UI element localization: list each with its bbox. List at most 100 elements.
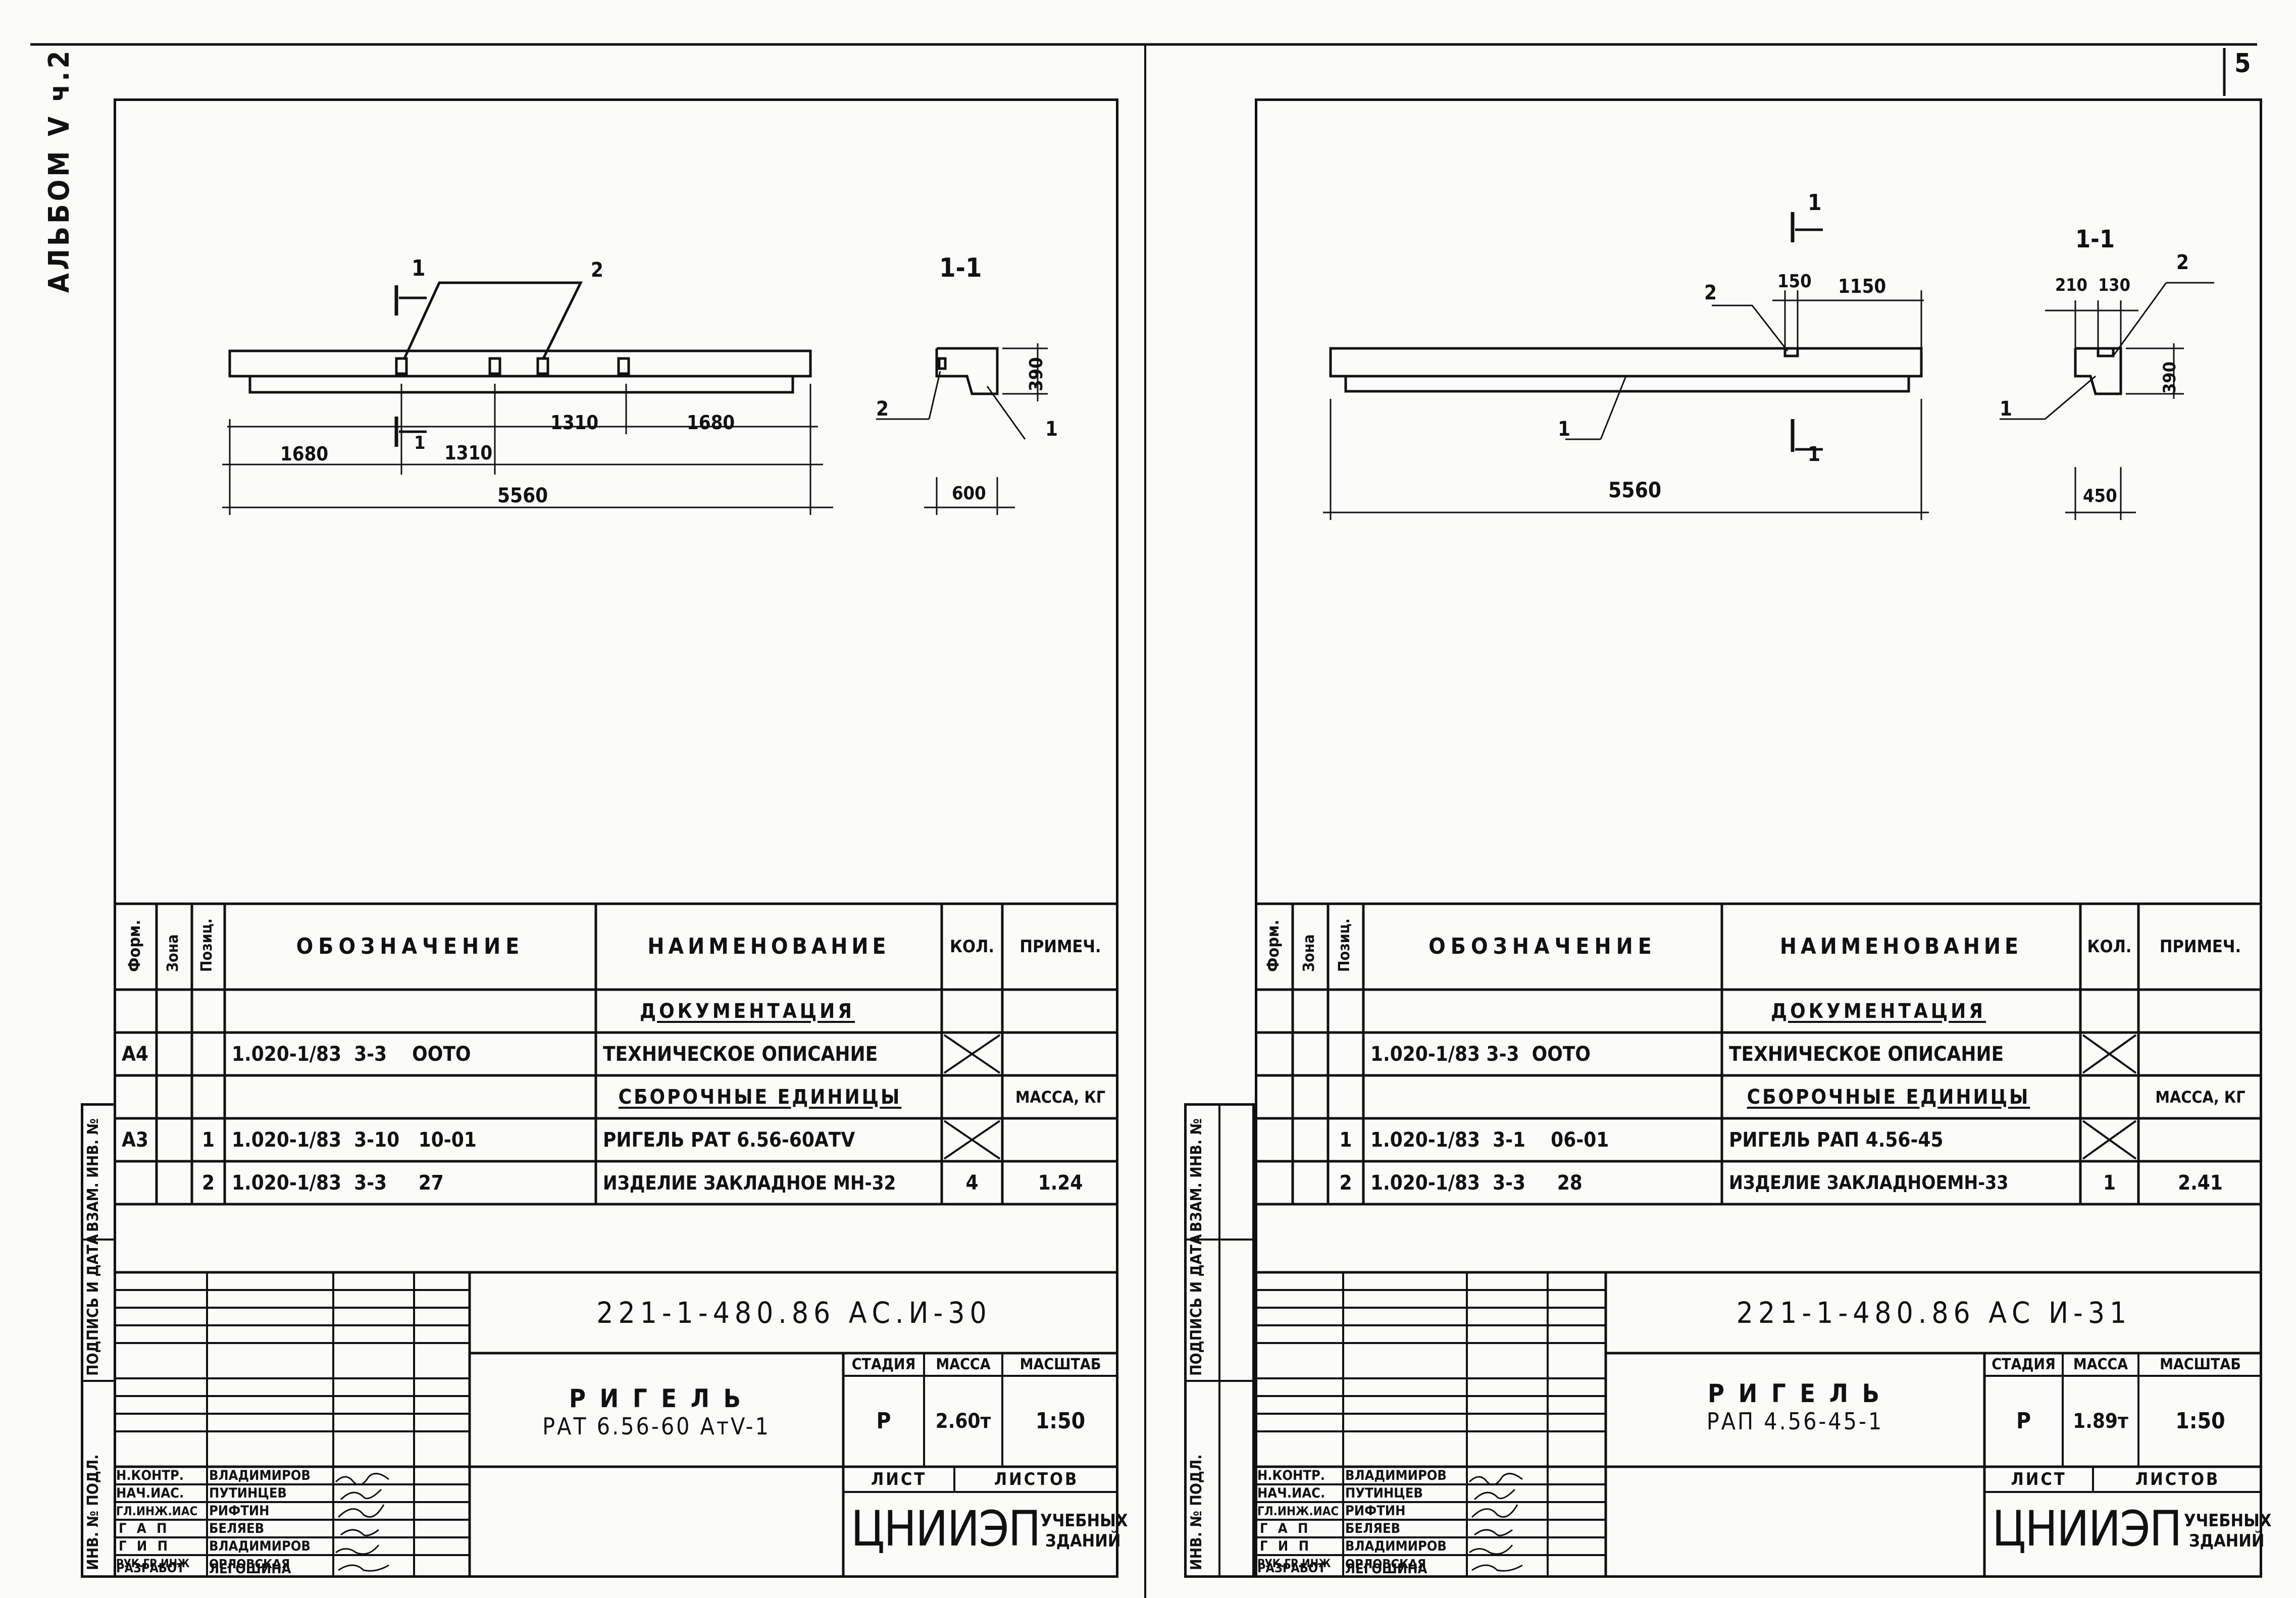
person-name: БЕЛЯЕВ [209,1521,265,1536]
person-name: ВЛАДИМИРОВ [1345,1538,1447,1554]
pos-mark-1: 1 [1558,418,1571,441]
row-position: 2 [1339,1171,1352,1195]
cut-mark: 1 [1808,190,1822,216]
person-name: ВЛАДИМИРОВ [209,1538,311,1554]
row-designation: 1.020-1/83 3-1 06-01 [1370,1128,1609,1152]
role: Н.КОНТР. [116,1468,184,1483]
dim-1310b: 1310 [550,411,599,434]
row-name: ТЕХНИЧЕСКОЕ ОПИСАНИЕ [603,1042,878,1066]
row-quantity: 1 [2103,1171,2116,1195]
section-pos-2: 2 [876,397,889,421]
label-listov: ЛИСТОВ [2135,1469,2220,1489]
pos-mark-2: 2 [1704,281,1717,304]
drawing-title-line2: РАП 4.56-45-1 [1706,1408,1884,1435]
dim-600: 600 [952,483,986,504]
row-name: РИГЕЛЬ РАТ 6.56-60АТV [603,1128,855,1152]
col-oboznachenie: ОБОЗНАЧЕНИЕ [1428,934,1657,959]
row-designation: 1.020-1/83 3-10 10-01 [232,1128,477,1152]
label-stadiya: СТАДИЯ [851,1355,916,1373]
section-title: 1-1 [2075,225,2115,253]
person-name: ВЛАДИМИРОВ [209,1468,311,1483]
person-name: ВЛАДИМИРОВ [1345,1468,1447,1483]
role: ГЛ.ИНЖ.ИАС [116,1504,198,1518]
drawing-title-line2: РАТ 6.56-60 АтV-1 [542,1413,771,1440]
dim-5560: 5560 [497,484,548,507]
row-position: 2 [201,1171,215,1195]
row-section-documentation: ДОКУМЕНТАЦИЯ [640,999,855,1023]
row-designation: 1.020-1/83 3-3 ООТО [232,1042,471,1066]
row-position: 1 [201,1128,215,1152]
label-masshtab: МАСШТАБ [2160,1355,2241,1373]
org-sub1: УЧЕБНЫХ [1040,1511,1128,1531]
drawing-title-line1: Р И Г Е Л Ь [569,1384,744,1413]
person-name: ПУТИНЦЕВ [209,1485,287,1501]
row-name: ИЗДЕЛИЕ ЗАКЛАДНОЕ МН-32 [603,1171,896,1194]
value-stadiya: Р [876,1408,891,1434]
drawing-title-line1: Р И Г Е Л Ь [1708,1379,1882,1408]
value-massa: 2.60т [935,1410,991,1433]
dim-1310a: 1310 [444,442,493,464]
dim-130: 130 [2098,275,2130,295]
section-pos-1: 1 [2000,397,2013,421]
person-name: ОРЛОВСКАЯ [209,1557,290,1571]
col-kol: КОЛ. [949,937,995,957]
doc-code: 221-1-480.86 АС И-31 [1736,1296,2132,1330]
person-name: ЛЕГОШИНА [1345,1561,1427,1577]
role: РУК.ГР.ИНЖ [116,1557,190,1570]
value-masshtab: 1:50 [2175,1408,2225,1434]
person-name: БЕЛЯЕВ [1345,1521,1401,1536]
role: Н.КОНТР. [1257,1468,1325,1483]
label-masshtab: МАСШТАБ [1019,1355,1101,1373]
cut-mark-bottom: 1 [1808,443,1821,466]
role: НАЧ.ИАС. [116,1485,184,1501]
role: Г А П [119,1521,170,1536]
org-sub2: ЗДАНИЙ [1045,1531,1121,1551]
row-quantity: 4 [965,1171,979,1195]
row-name: ИЗДЕЛИЕ ЗАКЛАДНОЕМН-33 [1729,1172,2009,1194]
row-section-assemblies: СБОРОЧНЫЕ ЕДИНИЦЫ [1747,1085,2030,1109]
dim-1150: 1150 [1838,275,1886,297]
label-stadiya: СТАДИЯ [1992,1355,2056,1373]
col-oboznachenie: ОБОЗНАЧЕНИЕ [296,934,525,959]
section-title: 1-1 [939,253,982,283]
pos-mark-2: 2 [591,259,604,282]
row-designation: 1.020-1/83 3-3 28 [1370,1171,1583,1195]
dim-1680a: 1680 [280,443,329,465]
sheet-frame [114,98,1118,1578]
sheet-frame [1255,98,2262,1578]
col-primech: ПРИМЕЧ. [2159,937,2241,957]
dim-5560: 5560 [1608,478,1662,502]
person-name: ЛЕГОШИНА [209,1561,291,1577]
row-form: А3 [122,1128,148,1152]
section-pos-2: 2 [2176,251,2189,274]
dim-1680b: 1680 [687,411,735,434]
row-note: МАССА, КГ [1015,1087,1106,1107]
col-kol: КОЛ. [2087,937,2132,957]
person-name: РИФТИН [1345,1503,1406,1519]
role: ГЛ.ИНЖ.ИАС [1257,1504,1339,1518]
dim-210: 210 [2055,275,2087,295]
label-massa: МАССА [936,1355,991,1373]
label-list: ЛИСТ [2011,1469,2067,1489]
page-number: 5 [2234,48,2251,79]
row-position: 1 [1339,1128,1352,1152]
cut-mark: 1 [412,255,426,281]
label-massa: МАССА [2073,1355,2128,1373]
role: Г А П [1260,1521,1311,1536]
row-designation: 1.020-1/83 3-3 27 [232,1171,444,1195]
role: РУК.ГР.ИНЖ [1257,1557,1331,1570]
row-name: ТЕХНИЧЕСКОЕ ОПИСАНИЕ [1729,1042,2004,1066]
row-note: 2.41 [2178,1171,2223,1195]
role: Г И П [1260,1538,1312,1554]
section-pos-1: 1 [1045,418,1058,441]
